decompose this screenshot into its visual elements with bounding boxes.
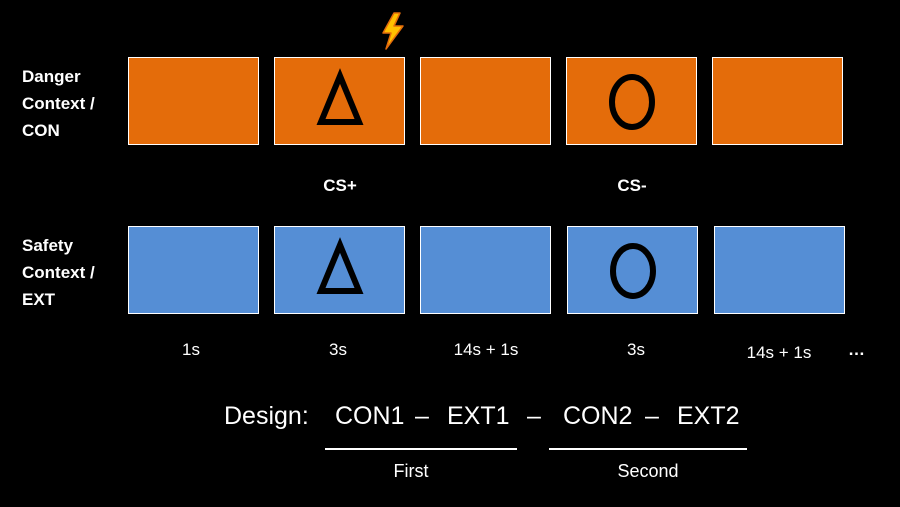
danger-trial-box-2 — [274, 57, 405, 145]
lightning-bolt-icon — [382, 12, 404, 50]
danger-trial-box-5 — [712, 57, 843, 145]
cs-minus-label: CS- — [617, 176, 647, 195]
safety-trial-box-5 — [714, 226, 845, 314]
design-ext1: EXT1 — [447, 402, 510, 430]
continuation-ellipsis: … — [848, 340, 865, 359]
design-ext2: EXT2 — [677, 402, 740, 430]
triangle-icon — [316, 237, 364, 294]
duration-label-3: 14s + 1s — [453, 340, 519, 359]
safety-trial-box-1 — [128, 226, 259, 314]
second-group-rule — [549, 448, 747, 450]
danger-trial-box-3 — [420, 57, 551, 145]
safety-context-label: Safety Context / EXT — [22, 236, 95, 309]
safety-trial-box-4 — [567, 226, 698, 314]
second-group-label: Second — [617, 461, 679, 481]
design-dash-1: – — [415, 402, 429, 430]
danger-context-label: Danger Context / CON — [22, 67, 95, 140]
design-dash-2: – — [527, 402, 541, 430]
safety-trial-box-2 — [274, 226, 405, 314]
first-group-rule — [325, 448, 517, 450]
duration-label-4: 3s — [627, 340, 645, 359]
duration-label-5: 14s + 1s — [746, 343, 812, 362]
design-con1: CON1 — [335, 402, 405, 430]
cs-plus-label: CS+ — [323, 176, 357, 195]
design-prefix: Design: — [224, 402, 309, 430]
safety-trial-box-3 — [420, 226, 551, 314]
duration-label-2: 3s — [329, 340, 347, 359]
first-group-label: First — [393, 461, 429, 481]
danger-trial-box-1 — [128, 57, 259, 145]
danger-trial-box-4 — [566, 57, 697, 145]
duration-label-1: 1s — [182, 340, 200, 359]
circle-icon — [610, 243, 656, 299]
circle-icon — [609, 74, 655, 130]
design-dash-3: – — [645, 402, 659, 430]
design-con2: CON2 — [563, 402, 633, 430]
triangle-icon — [316, 68, 364, 125]
